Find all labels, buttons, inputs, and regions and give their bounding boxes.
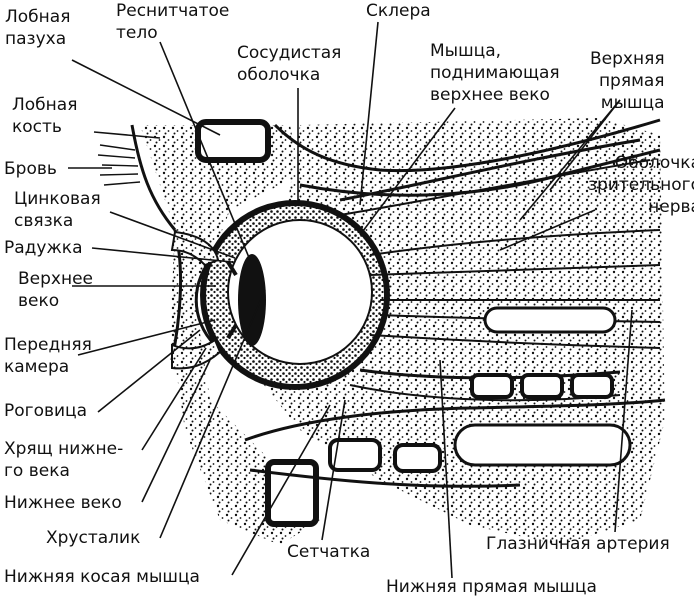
label-ciliary-body: Реснитчатое тело	[116, 1, 230, 43]
label-inferior-oblique: Нижняя косая мышца	[4, 567, 200, 587]
label-retina: Сетчатка	[287, 542, 371, 562]
label-inferior-rectus: Нижняя прямая мышца	[386, 577, 597, 597]
leader-lines	[68, 21, 633, 579]
label-optic-nerve-sheath: Оболочка зрительного нерва	[588, 153, 694, 217]
label-levator-muscle: Мышца, поднимающая верхнее веко	[430, 41, 560, 105]
label-lens: Хрусталик	[46, 528, 141, 548]
label-superior-rectus: Верхняя прямая мышца	[590, 49, 665, 113]
label-zinn-ligament: Цинковая связка	[14, 189, 101, 231]
frontal-sinus	[195, 119, 271, 163]
label-frontal-bone: Лобная кость	[12, 95, 78, 137]
label-anterior-chamber: Передняя камера	[4, 335, 92, 377]
label-upper-eyelid: Верхнее веко	[18, 269, 94, 311]
lens-shape	[238, 254, 266, 346]
label-iris: Радужка	[4, 238, 83, 258]
label-eyebrow: Бровь	[4, 159, 57, 179]
orbital-channels	[453, 306, 632, 467]
label-vascular-layer: Сосудистая оболочка	[237, 43, 342, 85]
label-lower-eyelid: Нижнее веко	[4, 493, 122, 513]
label-frontal-sinus: Лобная пазуха	[5, 7, 71, 49]
inferior-contours	[244, 398, 666, 488]
iris-shape	[226, 260, 238, 340]
eyebrow-hairs	[97, 144, 141, 186]
label-sclera: Склера	[366, 1, 431, 21]
label-lower-eyelid-cartilage: Хрящ нижне- го века	[4, 439, 124, 481]
eyelids	[170, 230, 222, 370]
eyeball	[194, 200, 390, 390]
label-ophthalmic-artery: Глазничная артерия	[486, 534, 670, 554]
label-cornea: Роговица	[4, 401, 88, 421]
